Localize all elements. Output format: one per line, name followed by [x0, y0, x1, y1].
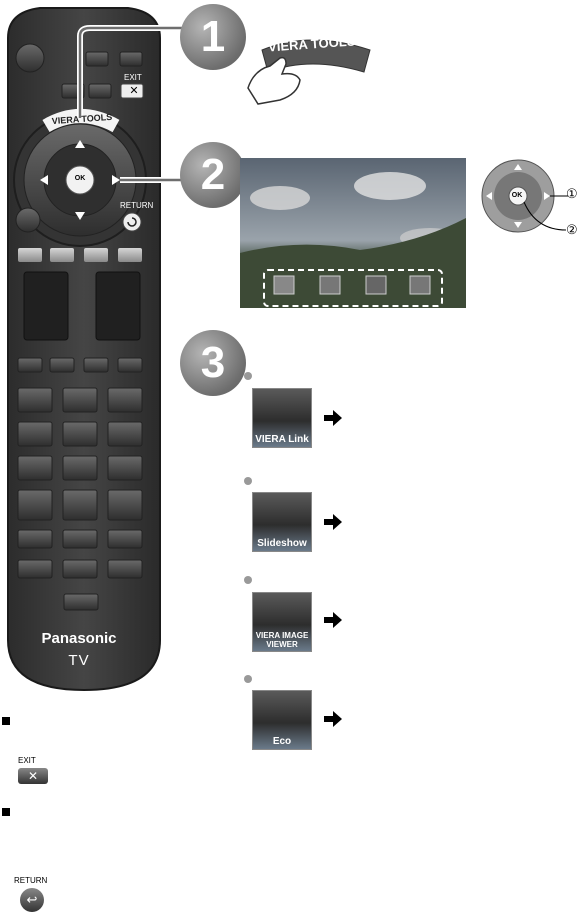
- tv-screen-preview: [240, 158, 466, 308]
- exit-key-label: EXIT: [18, 756, 36, 765]
- brand-logo: Panasonic: [41, 630, 117, 647]
- arrow-right-icon: [324, 711, 342, 727]
- dpad-ok-label: OK: [511, 192, 523, 199]
- exit-key-icon: ✕: [18, 768, 48, 784]
- callout-one: ①: [566, 186, 578, 201]
- section-marker-icon: [2, 808, 10, 816]
- image-viewer-icon[interactable]: VIERA IMAGE VIEWER: [252, 592, 312, 652]
- ok-button[interactable]: OK: [74, 175, 86, 182]
- bullet-eco: [244, 675, 252, 683]
- arrow-right-icon: [324, 410, 342, 426]
- bullet-slideshow: [244, 477, 252, 485]
- bullet-image-viewer: [244, 576, 252, 584]
- bullet-viera-link: [244, 372, 252, 380]
- section-marker-icon: [2, 717, 10, 725]
- viera-tools-hand-press-icon: [247, 39, 371, 105]
- callout-two: ②: [566, 222, 578, 237]
- model-label: TV: [68, 652, 90, 669]
- exit-label: EXIT: [124, 73, 142, 82]
- arrow-right-icon: [324, 514, 342, 530]
- slideshow-icon[interactable]: Slideshow: [252, 492, 312, 552]
- arrow-right-icon: [324, 612, 342, 628]
- return-key-icon: ↩: [20, 888, 44, 912]
- step-1-circle: 1: [180, 4, 246, 70]
- step-3-circle: 3: [180, 330, 246, 396]
- step-2-circle: 2: [180, 142, 246, 208]
- return-label: RETURN: [120, 201, 154, 210]
- eco-icon[interactable]: Eco: [252, 690, 312, 750]
- viera-link-icon[interactable]: VIERA Link: [252, 388, 312, 448]
- exit-button[interactable]: ✕: [129, 85, 139, 97]
- dpad-callout-diagram: [481, 159, 568, 233]
- return-key-label: RETURN: [14, 876, 48, 885]
